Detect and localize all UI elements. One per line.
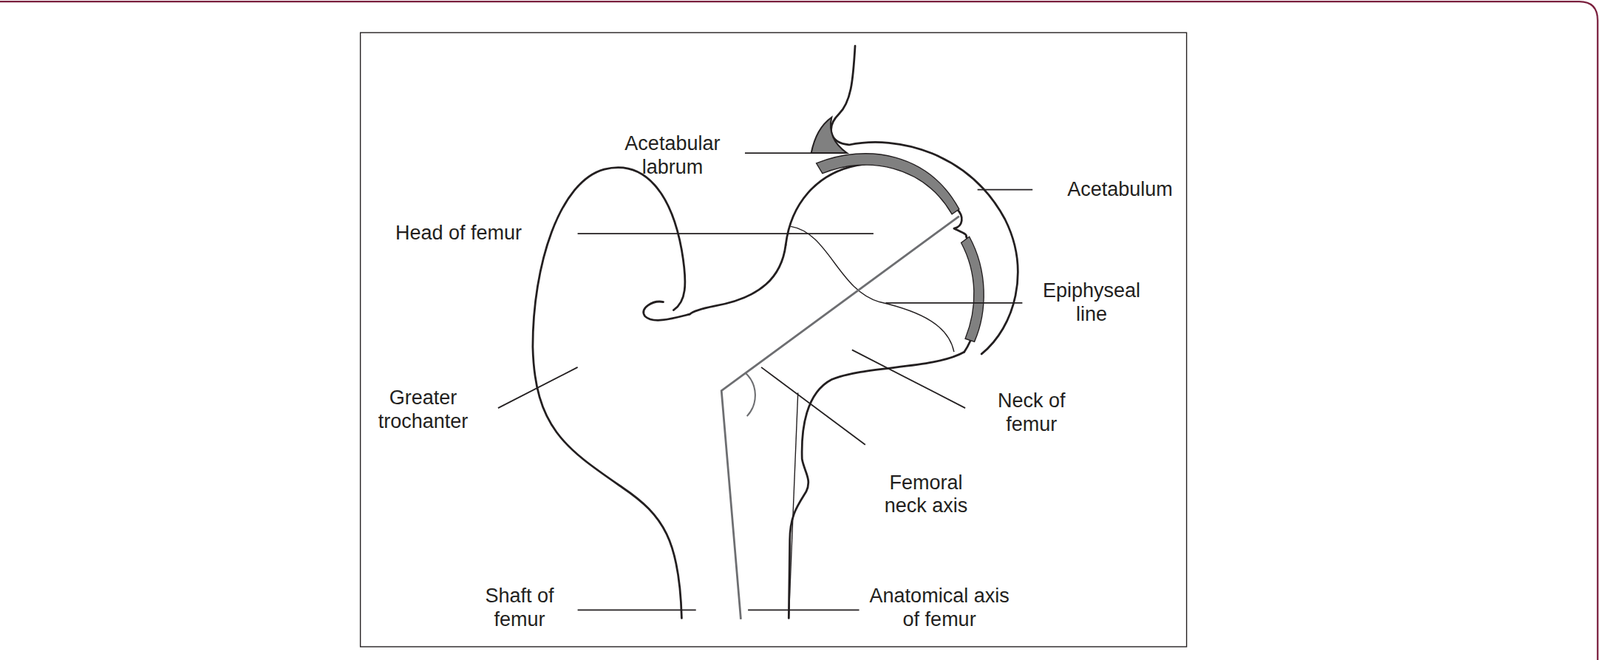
- leader-line: [498, 367, 578, 408]
- part-label: Anatomical axis of femur: [867, 584, 1012, 632]
- leader-line: [761, 367, 866, 445]
- fovea-notch: [954, 209, 967, 237]
- articular-cartilage: [961, 236, 985, 342]
- part-label: Shaft of femur: [469, 584, 570, 632]
- fossa-curl: [643, 301, 691, 320]
- acetabular-labrum: [811, 117, 847, 153]
- axis-lines: [721, 216, 960, 620]
- neck-outline: [689, 244, 786, 315]
- epiphyseal-line: [790, 226, 955, 352]
- part-label: Acetabular labrum: [603, 132, 741, 180]
- leader-line: [577, 608, 697, 611]
- part-label: Acetabulum: [1039, 178, 1202, 202]
- neck-shaft-angle: [745, 373, 756, 417]
- leader-line: [885, 302, 1023, 304]
- acetabulum-outline: [831, 45, 1018, 354]
- leader-line: [577, 232, 874, 235]
- articular-cartilage: [816, 153, 960, 215]
- leader-line: [852, 349, 966, 408]
- part-label: Femoral neck axis: [872, 471, 980, 519]
- part-label: Neck of femur: [981, 389, 1082, 437]
- greater-trochanter-outline: [532, 167, 686, 619]
- part-label: Epiphyseal line: [1030, 279, 1153, 327]
- leader-line: [977, 189, 1034, 191]
- inner-cortex: [788, 392, 798, 618]
- part-label: Greater trochanter: [358, 386, 488, 434]
- figure-frame: [360, 32, 1187, 647]
- leader-lines: [498, 152, 1033, 610]
- leader-line: [747, 608, 859, 611]
- leader-line: [744, 152, 813, 154]
- part-label: Head of femur: [347, 221, 570, 246]
